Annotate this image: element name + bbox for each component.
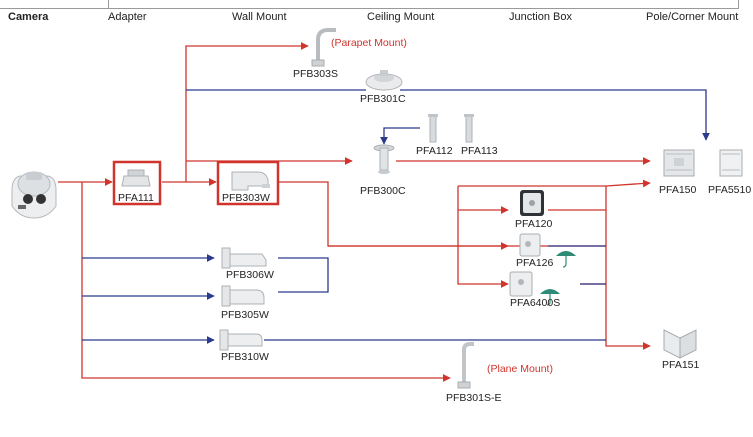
pfb300c-image	[373, 144, 395, 174]
pfb301se-image	[457, 342, 474, 389]
camera-speed-dome	[11, 171, 57, 219]
pfb301c-image	[365, 70, 403, 91]
pfa111-image	[121, 169, 151, 187]
label-pfb300c: PFB300C	[360, 185, 406, 197]
connector-adapter-trunk	[185, 42, 309, 182]
label-parapet-mount: (Parapet Mount)	[331, 37, 407, 49]
umbrella-icon-pfa126	[556, 251, 576, 268]
label-pfa150: PFA150	[659, 184, 697, 196]
pfb303w-image	[231, 171, 270, 191]
column-header-camera: Camera	[8, 11, 49, 23]
label-pfb303s: PFB303S	[293, 68, 338, 80]
pfb303w-highlight	[216, 160, 280, 206]
label-plane-mount: (Plane Mount)	[487, 363, 553, 375]
pfa120-image	[520, 190, 544, 216]
pfb305w-image	[221, 285, 265, 307]
pfa6400s-image	[509, 271, 533, 297]
pfa113-image	[464, 114, 474, 143]
label-pfa151: PFA151	[662, 359, 700, 371]
pfa112-image	[428, 114, 438, 143]
label-pfb310w: PFB310W	[221, 351, 269, 363]
label-pfb301s-e: PFB301S-E	[446, 392, 502, 404]
column-header-pole-corner-mount: Pole/Corner Mount	[646, 11, 739, 23]
red-connectors	[58, 42, 651, 382]
label-pfa112: PFA112	[416, 145, 453, 157]
label-pfa126: PFA126	[516, 257, 554, 269]
pfa126-image	[519, 233, 541, 257]
pfb303s-image	[311, 28, 336, 67]
connector-pfb306w-out	[278, 257, 329, 293]
label-pfa120: PFA120	[515, 218, 553, 230]
pfa150-image	[663, 149, 695, 177]
label-pfa6400s: PFA6400S	[510, 297, 561, 309]
connector-jb-trunk	[457, 186, 509, 288]
label-pfa111: PFA111	[118, 192, 154, 204]
label-pfb301c: PFB301C	[360, 93, 406, 105]
pfa111-highlight	[112, 160, 162, 206]
pfb310w-image	[219, 329, 263, 351]
connector-pfb303w-out	[278, 181, 606, 247]
label-pfb303w: PFB303W	[222, 192, 270, 204]
connector-pfb301c-to-pfa150	[400, 89, 710, 141]
connector-jb-right	[548, 186, 650, 346]
pfa5510-image	[719, 149, 743, 177]
connector-to-pfa150-low	[605, 179, 651, 188]
connector-pfa112-to-pfb300c	[380, 127, 420, 145]
blue-connectors	[82, 89, 710, 344]
connector-camera-trunk	[81, 182, 451, 382]
label-pfb306w: PFB306W	[226, 269, 274, 281]
column-header-wall-mount: Wall Mount	[232, 11, 287, 23]
column-header-junction-box: Junction Box	[509, 11, 572, 23]
label-pfa5510: PFA5510	[708, 184, 752, 196]
header-divider	[108, 0, 109, 8]
label-pfa113: PFA113	[461, 145, 498, 157]
header-frame	[0, 0, 739, 9]
column-header-ceiling-mount: Ceiling Mount	[367, 11, 435, 23]
pfb306w-image	[221, 247, 267, 269]
column-header-adapter: Adapter	[108, 11, 147, 23]
pfa151-image	[663, 329, 697, 359]
label-pfb305w: PFB305W	[221, 309, 269, 321]
umbrella-icon-pfa6400s	[540, 289, 560, 306]
